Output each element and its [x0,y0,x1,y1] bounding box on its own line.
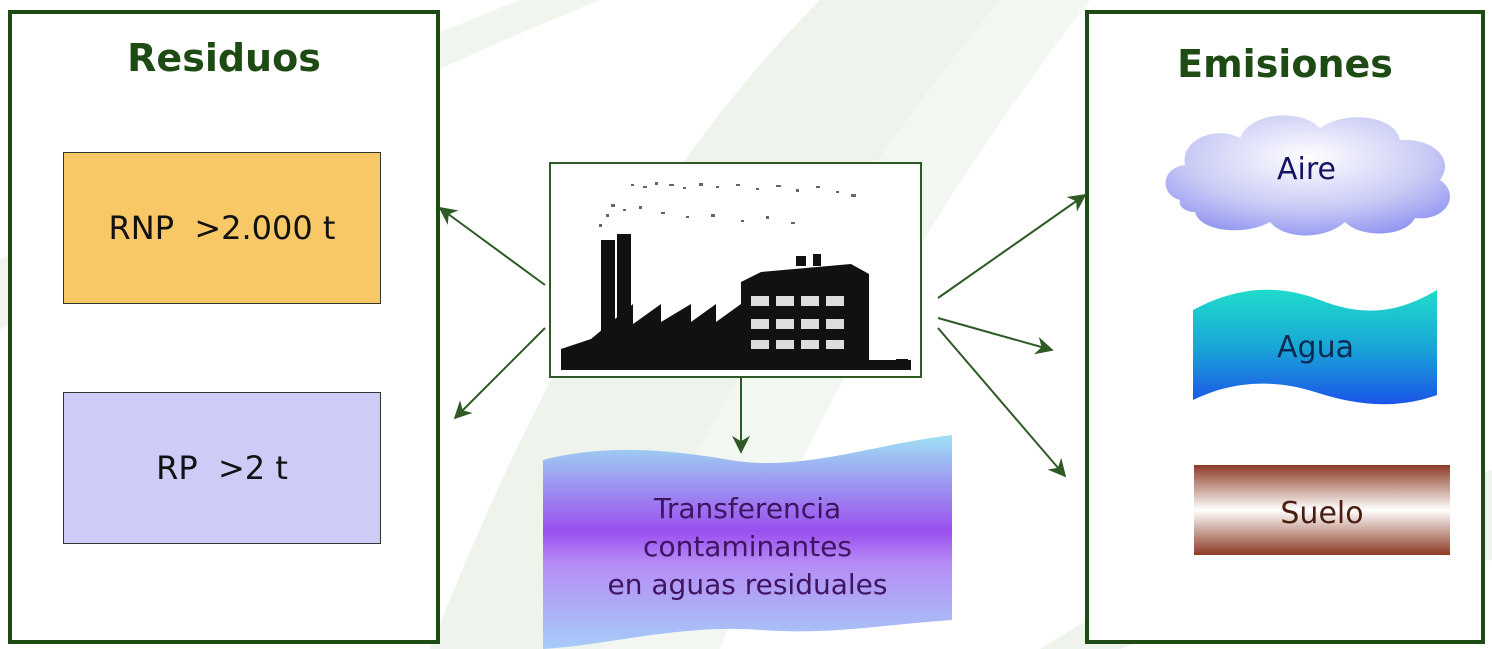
factory-image [549,162,922,378]
arrow-to-rp [453,327,546,420]
arrow-to-aire [937,193,1087,299]
emisiones-title: Emisiones [1177,42,1393,86]
residuos-panel: Residuos RNP >2.000 t RP >2 t [8,10,440,644]
arrow-to-rnp [438,206,546,286]
agua-wave-shape [1193,289,1437,405]
transfer-wave-shape [543,435,952,649]
arrow-to-suelo [937,327,1067,478]
factory-icon [561,182,911,370]
arrow-to-agua [937,317,1054,355]
rnp-box: RNP >2.000 t [63,152,381,304]
residuos-title: Residuos [127,36,321,80]
rp-box: RP >2 t [63,392,381,544]
aire-cloud-shape [1165,115,1450,236]
suelo-band-shape [1194,465,1450,555]
